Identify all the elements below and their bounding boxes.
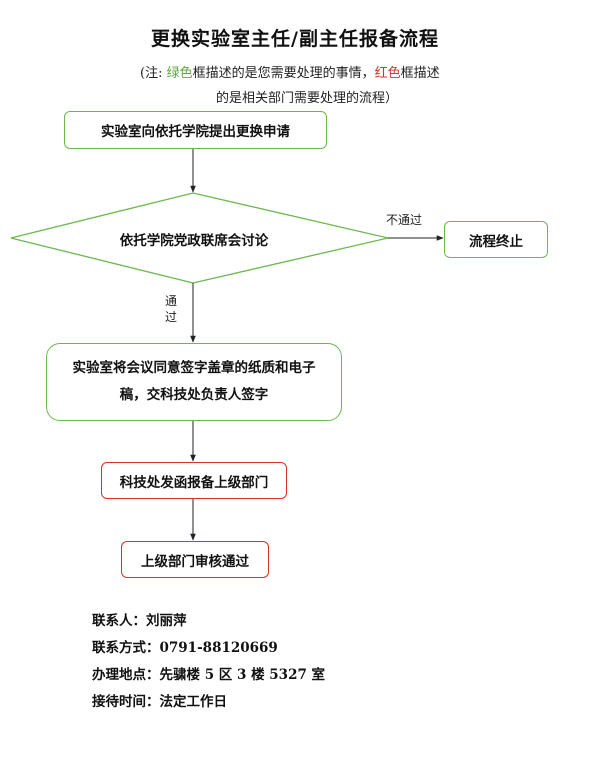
legend-note-open: (注: [140, 66, 167, 81]
step-submit-signed-docs-line2: 稿，交科技处负责人签字 [119, 387, 269, 403]
step-superior-approval: 上级部门审核通过 [121, 541, 269, 578]
decision-label: 依托学院党政联席会讨论 [119, 233, 269, 249]
step-report-to-superior: 科技处发函报备上级部门 [101, 462, 287, 499]
contact-hours: 接待时间：法定工作日 [92, 694, 227, 710]
step-submit-signed-docs: 实验室将会议同意签字盖章的纸质和电子 稿，交科技处负责人签字 [46, 343, 342, 421]
legend-note-end: 框描述 [400, 66, 440, 81]
legend-note-line1: (注: 绿色框描述的是您需要处理的事情，红色框描述 [140, 62, 440, 81]
legend-red-word: 红色 [374, 66, 401, 81]
contact-phone: 联系方式：0791-88120669 [92, 640, 278, 656]
legend-note-mid: 框描述的是您需要处理的事情， [192, 66, 375, 81]
step-submit-request: 实验室向依托学院提出更换申请 [64, 111, 327, 149]
step-process-terminated: 流程终止 [444, 221, 548, 258]
step-submit-signed-docs-line1: 实验室将会议同意签字盖章的纸质和电子 [72, 359, 316, 376]
page-title: 更换实验室主任/副主任报备流程 [151, 28, 439, 50]
contact-address: 办理地点：先骕楼 5 区 3 楼 5327 室 [92, 667, 326, 683]
edge-label-not-passed: 不通过 [386, 213, 423, 227]
legend-note-line2: 的是相关部门需要处理的流程） [216, 91, 399, 106]
contact-person: 联系人：刘丽萍 [92, 613, 187, 629]
edge-label-passed: 通过 [165, 294, 178, 324]
legend-green-word: 绿色 [166, 66, 193, 81]
